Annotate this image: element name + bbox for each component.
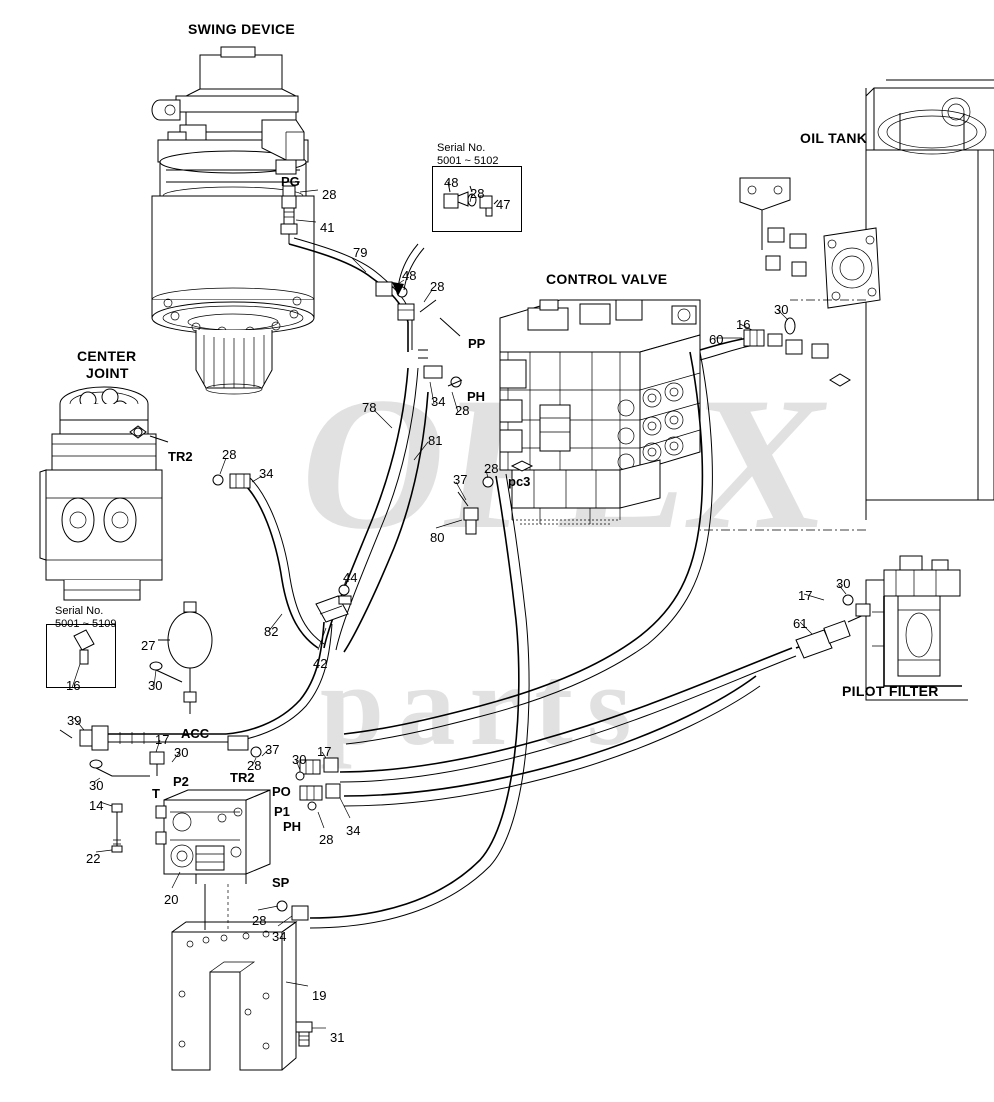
serial-note-title: Serial No. xyxy=(437,142,486,154)
callout-number: 28 xyxy=(484,461,499,476)
callout-number: 28 xyxy=(455,403,470,418)
fittings xyxy=(73,281,796,921)
serial-box-lower xyxy=(46,624,116,688)
serial-note: Serial No.5001 ~ 5109 xyxy=(55,605,116,631)
port-label-po: PO xyxy=(272,784,291,799)
callout-number: 19 xyxy=(312,988,327,1003)
callout-number: 16 xyxy=(736,317,751,332)
callout-number: 31 xyxy=(330,1030,345,1045)
port-label-tr2: TR2 xyxy=(230,770,255,785)
oil-tank-assembly xyxy=(700,79,994,531)
hose-routing xyxy=(59,237,871,929)
callout-number: 20 xyxy=(164,892,179,907)
serial-note: Serial No.5001 ~ 5102 xyxy=(437,142,498,168)
callout-number: 17 xyxy=(798,588,813,603)
caption-pilot-filter: PILOT FILTER xyxy=(842,683,939,699)
callout-number: 28 xyxy=(322,187,337,202)
callout-number: 47 xyxy=(496,197,511,212)
callout-number: 28 xyxy=(430,279,445,294)
callout-number: 44 xyxy=(343,570,358,585)
caption-joint: JOINT xyxy=(86,365,129,381)
callout-number: 78 xyxy=(362,400,377,415)
callout-number: 16 xyxy=(66,678,81,693)
port-label-t: T xyxy=(152,786,160,801)
callout-number: 34 xyxy=(272,929,287,944)
callout-number: 82 xyxy=(264,624,279,639)
serial-detail-upper xyxy=(392,181,499,296)
pilot-filter-assembly xyxy=(865,555,968,701)
control-valve-assembly xyxy=(499,299,701,525)
port-label-pc3: pc3 xyxy=(508,474,531,489)
serial-note-range: 5001 ~ 5102 xyxy=(437,155,499,168)
port-label-ph: PH xyxy=(467,389,486,404)
callout-number: 37 xyxy=(265,742,280,757)
callout-number: 42 xyxy=(313,656,328,671)
port-label-ph: PH xyxy=(283,819,302,834)
solenoid-valve-block xyxy=(155,789,271,944)
callout-number: 48 xyxy=(444,175,459,190)
port-label-acc: ACC xyxy=(181,726,210,741)
callout-number: 34 xyxy=(431,394,446,409)
port-label-pg: PG xyxy=(281,174,300,189)
caption-control-valve: CONTROL VALVE xyxy=(546,271,668,287)
callout-number: 27 xyxy=(141,638,156,653)
callout-number: 48 xyxy=(402,268,417,283)
callout-number: 17 xyxy=(317,744,332,759)
mounting-bracket xyxy=(171,921,313,1071)
callout-number: 30 xyxy=(836,576,851,591)
callout-number: 60 xyxy=(709,332,724,347)
callout-number: 34 xyxy=(346,823,361,838)
callout-number: 30 xyxy=(148,678,163,693)
caption-oil-tank: OIL TANK xyxy=(800,130,868,146)
port-label-p2: P2 xyxy=(173,774,189,789)
callout-number: 41 xyxy=(320,220,335,235)
center-joint-assembly xyxy=(39,386,169,601)
port-label-pp: PP xyxy=(468,336,486,351)
callout-number: 28 xyxy=(247,758,262,773)
port-label-tr2: TR2 xyxy=(168,449,193,464)
callout-number: 37 xyxy=(453,472,468,487)
callout-number: 17 xyxy=(155,732,170,747)
serial-note-title: Serial No. xyxy=(55,605,104,617)
callout-number: 80 xyxy=(430,530,445,545)
callout-number: 28 xyxy=(222,447,237,462)
callout-number: 14 xyxy=(89,798,104,813)
callout-number: 39 xyxy=(67,713,82,728)
callout-number: 30 xyxy=(774,302,789,317)
port-label-p1: P1 xyxy=(274,804,290,819)
callout-number: 28 xyxy=(470,186,485,201)
callout-number: 28 xyxy=(252,913,267,928)
accumulator xyxy=(167,601,213,714)
callout-number: 34 xyxy=(259,466,274,481)
swing-device-assembly xyxy=(151,46,315,395)
callout-number: 30 xyxy=(292,752,307,767)
serial-box-upper xyxy=(432,166,522,232)
caption-center: CENTER xyxy=(77,348,137,364)
callout-number: 81 xyxy=(428,433,443,448)
leader-lines xyxy=(71,189,847,1029)
caption-swing-device: SWING DEVICE xyxy=(188,21,296,37)
callout-number: 28 xyxy=(319,832,334,847)
port-label-sp: SP xyxy=(272,875,290,890)
callout-number: 22 xyxy=(86,851,101,866)
callout-number: 79 xyxy=(353,245,368,260)
callout-number: 61 xyxy=(793,616,808,631)
callout-number: 30 xyxy=(89,778,104,793)
callout-number: 30 xyxy=(174,745,189,760)
serial-note-range: 5001 ~ 5109 xyxy=(55,618,117,631)
